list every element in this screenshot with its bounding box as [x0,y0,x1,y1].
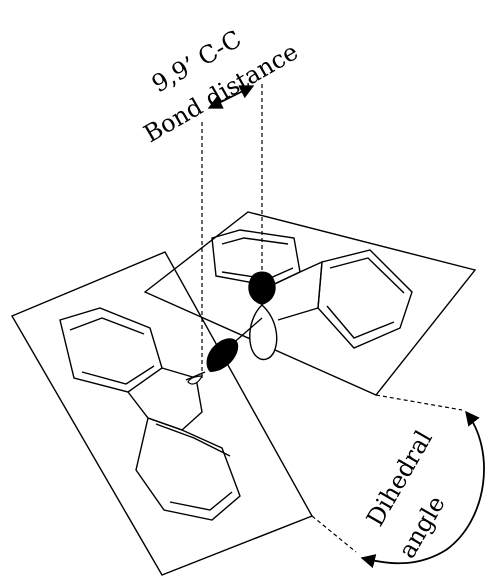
lower-orbital-black-lobe [206,338,239,372]
lower-orbital-small-lobe [187,375,203,385]
bond-distance-arrow [207,85,255,109]
bond-distance-label: 9,9’ C-C Bond distance [139,25,303,148]
dihedral-angle-label: Dihedral angle [361,426,451,563]
upper-orbital-top-lobe [248,271,276,305]
upper-plane-extension [375,394,463,411]
lower-fluorene [59,307,241,521]
upper-plane [143,211,477,396]
upper-fluorene [211,229,413,349]
upper-orbital-bottom-lobe [249,304,278,361]
dihedral-arc-arrow [360,410,485,569]
lower-plane-extension [311,515,357,553]
lower-bond-stub [185,371,206,381]
